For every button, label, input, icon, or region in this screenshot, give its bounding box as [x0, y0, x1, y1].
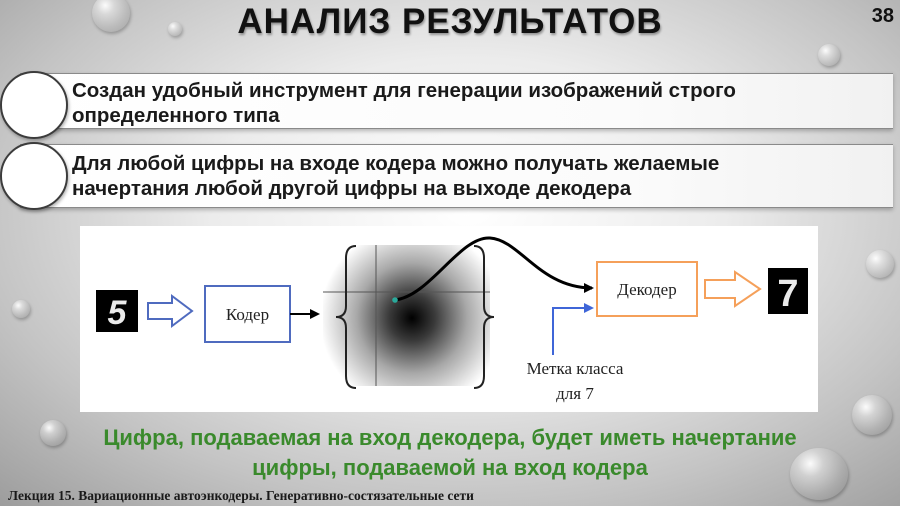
- conclusion-line-2: цифры, подаваемой на вход кодера: [252, 455, 648, 480]
- bullet-2-line-2: начертания любой другой цифры на выходе …: [72, 177, 632, 200]
- decoder-label: Декодер: [617, 280, 676, 299]
- output-digit-image: [768, 268, 808, 314]
- latent-point: [392, 297, 398, 303]
- input-digit-image: [96, 290, 138, 332]
- latent-to-decoder-curve: [394, 236, 594, 302]
- water-droplet: [818, 44, 840, 66]
- page-number: 38: [871, 5, 894, 27]
- bullet-banner-1: Создан удобный инструмент для генерации …: [20, 73, 893, 129]
- latent-space-distribution: [323, 245, 490, 386]
- bullet-1-line-2: определенного типа: [72, 104, 280, 127]
- class-label-arrow: [552, 303, 594, 355]
- bullet-2-line-1: Для любой цифры на входе кодера можно по…: [72, 152, 720, 175]
- water-droplet: [852, 395, 892, 435]
- output-digit: 7: [777, 273, 798, 315]
- water-droplet: [790, 448, 848, 500]
- bullet-banner-2: Для любой цифры на входе кодера можно по…: [20, 144, 893, 208]
- slide-footer: Лекция 15. Вариационные автоэнкодеры. Ге…: [8, 488, 474, 503]
- input-digit: 5: [108, 294, 128, 332]
- water-droplet: [168, 22, 182, 36]
- water-droplet: [12, 300, 30, 318]
- bullet-circle-2: [0, 142, 68, 210]
- slide-title: АНАЛИЗ РЕЗУЛЬТАТОВ: [237, 2, 663, 41]
- conclusion-line-1: Цифра, подаваемая на вход декодера, буде…: [103, 425, 797, 450]
- output-hollow-arrow: [704, 270, 762, 308]
- water-droplet: [92, 0, 130, 32]
- bullet-circle-1: [0, 71, 68, 139]
- latent-right-brace: [473, 245, 495, 389]
- water-droplet: [40, 420, 66, 446]
- autoencoder-diagram: 5 Кодер Декодер Метка класса для 7 7: [80, 226, 818, 412]
- class-label-line-2: для 7: [556, 384, 594, 403]
- water-droplet: [866, 250, 894, 278]
- latent-left-brace: [335, 245, 357, 389]
- autoencoder-diagram-svg: 5 Кодер Декодер Метка класса для 7 7: [96, 236, 808, 403]
- decoder-box: [596, 261, 698, 317]
- class-label-line-1: Метка класса: [527, 359, 624, 378]
- input-hollow-arrow: [147, 294, 194, 328]
- encoder-label: Кодер: [226, 305, 269, 324]
- conclusion-text: Цифра, подаваемая на вход декодера, буде…: [0, 423, 900, 483]
- bullet-1-line-1: Создан удобный инструмент для генерации …: [72, 79, 736, 102]
